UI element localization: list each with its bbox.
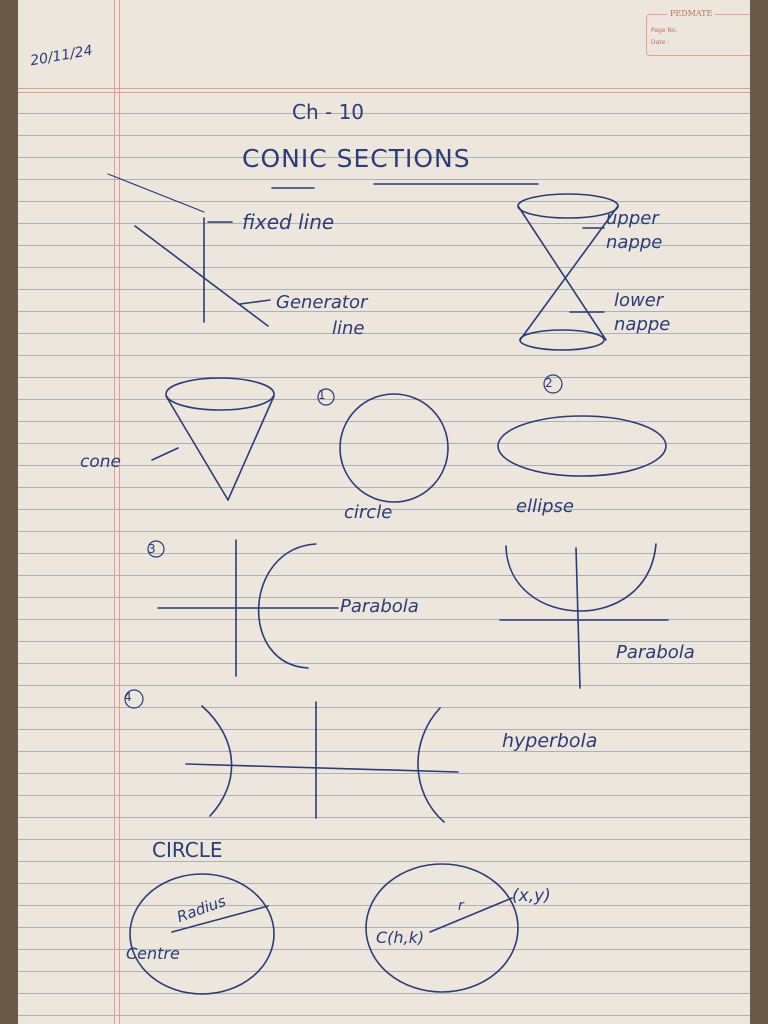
cone-side-left: [165, 395, 229, 501]
stamp-brand: PEDMATE: [667, 9, 716, 18]
upper-nappe-label-2: nappe: [606, 232, 663, 253]
parabola-up-label: Parabola: [616, 642, 695, 663]
title-underline-1: [107, 173, 205, 213]
parabola-right-label: Parabola: [340, 596, 419, 617]
circle-definition-shape: [129, 873, 275, 995]
generator-line: [134, 225, 269, 327]
ellipse-label: ellipse: [516, 496, 574, 517]
number-4: 4: [124, 690, 132, 704]
stamp-page-no: Page No.: [651, 27, 678, 34]
chapter-heading: Ch - 10: [292, 100, 365, 124]
hyperbola-left-branch: [201, 705, 233, 817]
ellipse-shape: [497, 415, 667, 477]
parabola-up-y-axis: [575, 547, 581, 689]
circle-label: circle: [344, 502, 393, 523]
hyperbola-right-branch: [417, 707, 445, 823]
margin-line-inner: [119, 0, 120, 1024]
lower-nappe-label-1: lower: [614, 290, 664, 311]
upper-nappe-rim: [517, 193, 619, 219]
header-line: [18, 88, 750, 89]
circle-point-shape: [365, 863, 519, 993]
generator-label-1: Generator: [276, 292, 368, 313]
radius-line: [171, 905, 269, 933]
point-radius-line: [429, 897, 513, 933]
cone-label: cone: [80, 452, 121, 472]
nappe-edge-right: [519, 205, 619, 341]
lower-nappe-rim: [519, 329, 605, 351]
center-point-label: C(h,k): [376, 928, 425, 947]
cone-pointer: [151, 447, 179, 461]
upper-nappe-label-1: upper: [606, 208, 659, 229]
circle-badge-1: [317, 388, 335, 406]
page-title: CONIC SECTIONS: [242, 144, 471, 173]
margin-line: [114, 0, 115, 1024]
header-line-lower: [18, 92, 750, 93]
circle-badge-3: [147, 540, 165, 558]
r-label: r: [458, 898, 464, 914]
sketch-layer: [107, 173, 669, 995]
cone-side-right: [227, 395, 275, 501]
point-label: (x,y): [512, 886, 551, 906]
page-stamp: PEDMATE Page No. Date :: [646, 9, 750, 56]
fixed-line-label: fixed line: [242, 210, 335, 234]
nappe-edge-left: [517, 205, 607, 341]
centre-label: Centre: [126, 944, 180, 963]
generator-label-2: line: [332, 318, 365, 339]
number-3: 3: [148, 542, 156, 556]
lower-nappe-label-2: nappe: [614, 314, 671, 335]
circle-badge-2: [543, 374, 563, 394]
generator-arrow: [239, 299, 271, 305]
parabola-up-curve: [505, 543, 657, 612]
number-1: 1: [318, 388, 326, 402]
circle-heading: CIRCLE: [152, 838, 223, 862]
circle-badge-4: [124, 689, 144, 709]
notebook-page: PEDMATE Page No. Date : 20/11/24 Ch - 10…: [18, 0, 750, 1024]
parabola-right-curve: [257, 543, 317, 669]
circle-shape: [339, 393, 449, 503]
hyperbola-label: hyperbola: [502, 730, 598, 752]
cone-top: [165, 377, 275, 411]
number-2: 2: [545, 376, 553, 390]
stamp-date: Date :: [651, 39, 670, 46]
